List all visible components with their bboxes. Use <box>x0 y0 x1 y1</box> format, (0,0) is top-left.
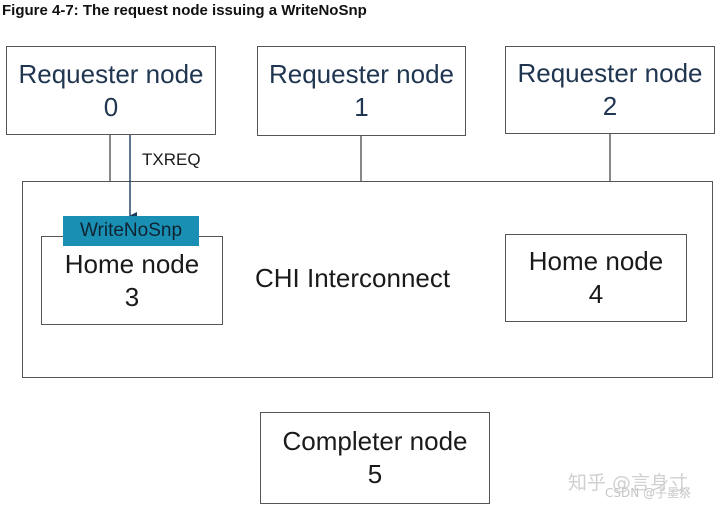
figure-caption: Figure 4-7: The request node issuing a W… <box>2 2 367 19</box>
requester-node-1: Requester node 1 <box>257 46 466 136</box>
requester-node-1-name: Requester node <box>268 59 455 89</box>
requester-node-2-id: 2 <box>602 91 618 121</box>
writenosnp-tag: WriteNoSnp <box>63 216 199 246</box>
requester-node-0: Requester node 0 <box>6 46 216 135</box>
chi-interconnect-label: CHI Interconnect <box>255 263 451 293</box>
completer-node-5: Completer node 5 <box>260 412 490 504</box>
completer-node-5-name: Completer node <box>282 426 468 456</box>
requester-node-0-name: Requester node <box>18 58 204 89</box>
completer-node-5-id: 5 <box>367 459 383 489</box>
requester-node-2-name: Requester node <box>517 58 703 88</box>
home-node-3: Home node 3 <box>41 236 223 325</box>
txreq-label: TXREQ <box>142 150 201 169</box>
home-node-3-name: Home node <box>64 248 200 279</box>
watermark-csdn: CSDN @子墨祭 <box>605 486 692 500</box>
home-node-4-id: 4 <box>588 279 604 309</box>
requester-node-0-id: 0 <box>103 91 119 122</box>
home-node-4: Home node 4 <box>505 234 687 322</box>
home-node-4-name: Home node <box>528 246 664 276</box>
home-node-3-id: 3 <box>124 281 140 312</box>
watermark-zhihu: 知乎 @言身寸 <box>568 472 689 494</box>
requester-node-2: Requester node 2 <box>505 46 715 134</box>
requester-node-1-id: 1 <box>354 92 369 122</box>
